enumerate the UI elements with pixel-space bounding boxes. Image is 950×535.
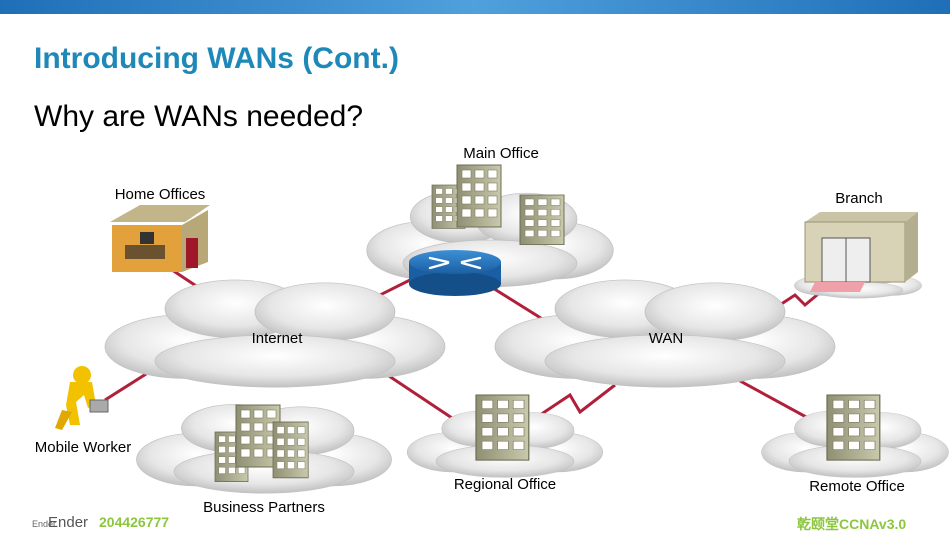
branch-node: Branch <box>793 190 923 299</box>
mobile-worker-label: Mobile Worker <box>35 439 131 456</box>
footer-number: 204426777 <box>99 514 170 530</box>
slide-title: Introducing WANs (Cont.) <box>34 42 399 75</box>
wan-node: WAN <box>494 278 836 389</box>
footer-brand: 乾颐堂CCNAv3.0 <box>797 516 907 532</box>
home-offices-label: Home Offices <box>115 186 206 203</box>
slide-subtitle: Why are WANs needed? <box>34 100 364 133</box>
regional-office-label: Regional Office <box>454 476 556 493</box>
remote-office-label: Remote Office <box>809 478 905 495</box>
remote-office-node: Remote Office <box>760 394 950 495</box>
branch-building-icon <box>804 212 918 292</box>
main-office-node: Main Office <box>366 145 614 296</box>
internet-node: Internet <box>104 278 446 389</box>
main-office-building-right <box>519 194 565 246</box>
wan-label: WAN <box>649 330 683 347</box>
top-accent-bar <box>0 0 950 14</box>
mobile-worker-icon <box>55 366 109 430</box>
home-office-icon <box>110 205 210 272</box>
link-regional-wan <box>539 383 616 417</box>
footer-small-text: Ender <box>32 519 57 529</box>
main-office-label: Main Office <box>463 145 539 162</box>
regional-office-node: Regional Office <box>406 394 604 493</box>
internet-label: Internet <box>252 330 304 347</box>
router-icon <box>409 250 501 296</box>
branch-label: Branch <box>835 190 883 207</box>
footer-author: Ender <box>48 514 89 531</box>
regional-office-building <box>475 394 530 461</box>
business-partners-label: Business Partners <box>203 499 325 516</box>
home-offices-node: Home Offices <box>110 186 210 272</box>
remote-office-building <box>826 394 881 461</box>
main-office-building-center <box>456 164 502 228</box>
business-partners-node: Business Partners <box>135 403 393 516</box>
mobile-worker-node: Mobile Worker <box>35 366 131 456</box>
business-partners-building-right <box>272 421 309 479</box>
